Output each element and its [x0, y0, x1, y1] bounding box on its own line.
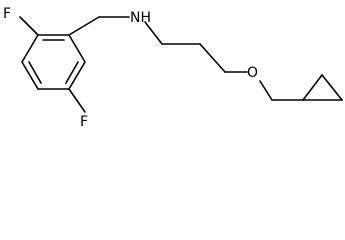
- fluorine-bottom-label: F: [80, 114, 88, 130]
- amine-chain-bond: [144, 21, 163, 45]
- fluorine-top-label: F: [3, 6, 11, 22]
- structure-drawing: F F NH O: [3, 6, 343, 130]
- chain-bond-2: [199, 43, 226, 73]
- ring-double-bond-2: [65, 61, 79, 84]
- cyclopropyl-bond-1: [302, 74, 323, 101]
- ring-bond-5: [21, 61, 39, 90]
- ring-double-bond-3: [28, 61, 42, 84]
- ring-bond-6: [21, 34, 39, 63]
- ether-oxygen-label: O: [247, 65, 258, 81]
- fluorine-top-bond: [19, 16, 39, 36]
- fluorine-bottom-bond: [68, 88, 86, 113]
- amine-label: NH: [130, 10, 151, 26]
- cyclopropyl-bond-2: [321, 74, 343, 101]
- ring-bond-2: [68, 34, 86, 63]
- ring-bond-3: [68, 61, 86, 90]
- molecule-canvas: F F NH O: [3, 6, 343, 130]
- ether-methylene-bond: [259, 80, 273, 101]
- benzyl-bond: [68, 16, 100, 36]
